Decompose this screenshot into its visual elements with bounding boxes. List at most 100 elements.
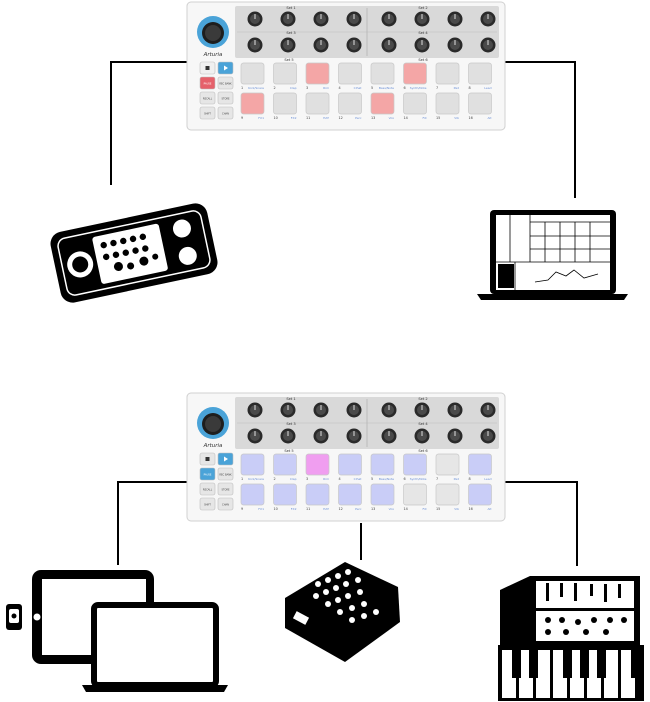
function-button[interactable] (217, 61, 234, 75)
encoder-knob[interactable] (313, 37, 329, 53)
pad-number: 6 (404, 477, 406, 481)
encoder-knob[interactable] (381, 11, 397, 27)
function-button[interactable]: RECALL (199, 482, 216, 496)
pad-number: 9 (241, 507, 243, 511)
pad-label: Rim (323, 86, 329, 90)
function-button-label: REC BANK (219, 474, 232, 477)
pad-label: Vox (389, 507, 395, 511)
encoder-knob[interactable] (247, 428, 263, 444)
encoder-knob[interactable] (280, 37, 296, 53)
function-button[interactable]: PAUSE (199, 467, 216, 481)
encoder-knob[interactable] (346, 402, 362, 418)
function-button-label: CHAN (222, 504, 229, 507)
encoder-knob[interactable] (346, 11, 362, 27)
encoder-knob[interactable] (480, 402, 496, 418)
function-button[interactable] (217, 452, 234, 466)
encoder-knob[interactable] (447, 402, 463, 418)
encoder-knob[interactable] (480, 37, 496, 53)
encoder-knob[interactable] (447, 11, 463, 27)
encoder-knob[interactable] (381, 402, 397, 418)
encoder-knob[interactable] (381, 428, 397, 444)
encoder-knob[interactable] (414, 37, 430, 53)
encoder-knob[interactable] (247, 11, 263, 27)
jog-wheel[interactable] (197, 407, 229, 439)
encoder-knob[interactable] (280, 428, 296, 444)
function-button-label: SHIFT (204, 504, 211, 507)
pad-label: Bass/Note (379, 477, 394, 481)
encoder-knob[interactable] (480, 428, 496, 444)
jog-wheel[interactable] (197, 16, 229, 48)
pad-label: Clhat (354, 477, 363, 481)
function-button[interactable]: CHAN (217, 106, 234, 120)
pad-number: 10 (274, 116, 278, 120)
encoder-knob[interactable] (414, 11, 430, 27)
function-button[interactable]: STORE (217, 91, 234, 105)
function-button[interactable]: SHIFT (199, 497, 216, 511)
connection-lines (110, 61, 578, 566)
encoder-knob[interactable] (313, 402, 329, 418)
encoder-knob[interactable] (480, 11, 496, 27)
encoder-knob[interactable] (414, 428, 430, 444)
pad-number: 3 (306, 477, 308, 481)
encoder-knob[interactable] (381, 37, 397, 53)
encoder-knob[interactable] (280, 402, 296, 418)
encoder-knob[interactable] (414, 402, 430, 418)
function-button[interactable]: STORE (217, 482, 234, 496)
drum-pad[interactable]: 4 Clhat (338, 453, 363, 481)
encoder-knob[interactable] (280, 11, 296, 27)
function-button-label: PAUSE (204, 83, 212, 86)
encoder-knob[interactable] (346, 428, 362, 444)
pad-number: 14 (404, 116, 408, 120)
function-button[interactable] (199, 452, 216, 466)
function-button[interactable]: PAUSE (199, 76, 216, 90)
encoder-knob[interactable] (247, 37, 263, 53)
encoder-knob[interactable] (447, 37, 463, 53)
pad-label: Kick/Snare (248, 86, 264, 90)
function-button[interactable]: CHAN (217, 497, 234, 511)
encoder-knob[interactable] (447, 428, 463, 444)
function-button[interactable]: REC BANK (217, 467, 234, 481)
pad-label: HAT (323, 116, 329, 120)
pad-number: 4 (339, 477, 341, 481)
encoder-knob[interactable] (313, 428, 329, 444)
function-button[interactable] (199, 61, 216, 75)
function-button[interactable]: REC BANK (217, 76, 234, 90)
encoder-knob[interactable] (313, 11, 329, 27)
encoder-knob[interactable] (247, 402, 263, 418)
function-button[interactable]: RECALL (199, 91, 216, 105)
encoder-knob[interactable] (346, 37, 362, 53)
pad-label: Fill (422, 507, 426, 511)
function-button[interactable]: SHIFT (199, 106, 216, 120)
